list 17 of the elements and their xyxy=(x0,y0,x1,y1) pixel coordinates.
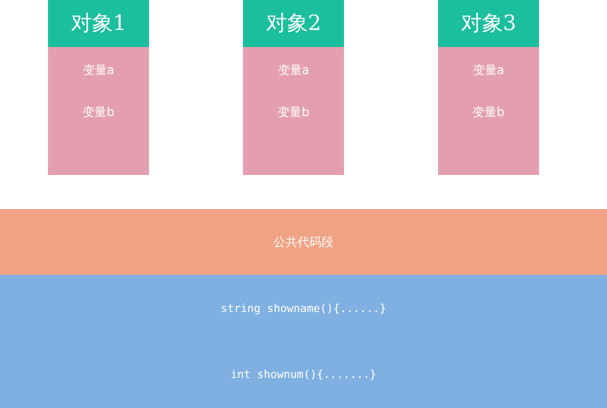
object-card xyxy=(48,0,149,175)
code-band xyxy=(0,209,607,275)
object-card xyxy=(438,0,539,175)
object-title: 对象3 xyxy=(438,0,539,47)
variable-label: 变量b xyxy=(278,105,310,119)
code-panel xyxy=(0,275,607,408)
variable-label: 变量b xyxy=(472,105,504,119)
variable-label: 变量a xyxy=(278,63,310,77)
variable-label: 变量b xyxy=(82,105,114,119)
code-line: int shownum(){.......} xyxy=(230,368,376,382)
code-line: string showname(){......} xyxy=(220,302,386,316)
variable-label: 变量a xyxy=(472,63,504,77)
variable-label: 变量a xyxy=(82,63,114,77)
object-card xyxy=(243,0,344,175)
band-label: 公共代码段 xyxy=(274,235,334,249)
object-title: 对象1 xyxy=(48,0,149,47)
object-title: 对象2 xyxy=(243,0,344,47)
